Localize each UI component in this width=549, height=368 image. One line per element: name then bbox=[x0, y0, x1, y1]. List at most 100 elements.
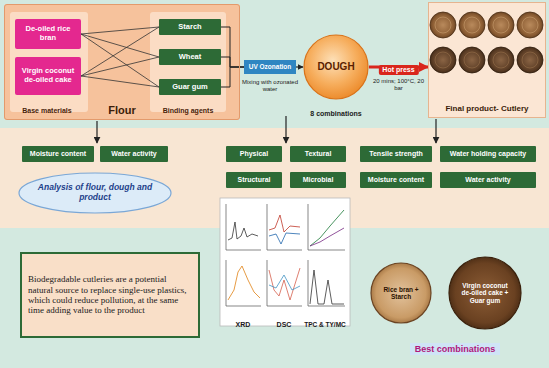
edge-label: Hot press bbox=[378, 65, 418, 75]
chart-caption-slot: XRD bbox=[224, 313, 262, 331]
mini-chart bbox=[267, 204, 302, 250]
text-holder: Guar gum bbox=[172, 83, 207, 92]
dough-circle-outline bbox=[304, 35, 368, 99]
text-holder: Moisture content bbox=[368, 176, 424, 184]
test-box-text: Moisture content bbox=[368, 176, 424, 184]
note-box: Biodegradable cutleries are a potential … bbox=[20, 252, 200, 338]
flour-panel: Flour De-oiled rice branVirgin coconut de… bbox=[4, 4, 240, 120]
mini-chart bbox=[269, 233, 300, 244]
base-material-box-text: De-oiled rice bran bbox=[18, 25, 78, 42]
plots-panel bbox=[220, 198, 350, 326]
chart-caption: DSC bbox=[277, 321, 292, 329]
product-panel-text: Final product- Cutlery bbox=[445, 104, 528, 113]
text-holder: Rice bran + Starch bbox=[379, 286, 424, 301]
product-panel: Final product- Cutlery bbox=[428, 2, 546, 118]
mini-chart bbox=[310, 270, 344, 304]
edge-label-slot: Hot press bbox=[378, 58, 418, 76]
text-holder: Final product- Cutlery bbox=[445, 104, 528, 113]
text-holder: Microbial bbox=[303, 176, 334, 184]
text-holder: UV Ozonation bbox=[249, 63, 292, 70]
chart-caption-slot: TPC & TY/MC bbox=[298, 313, 352, 331]
test-box-text: Water activity bbox=[465, 176, 510, 184]
connector bbox=[81, 76, 159, 87]
cutlery-photo bbox=[430, 12, 543, 73]
text-holder: Flour bbox=[108, 104, 136, 117]
text-holder: De-oiled rice bran bbox=[18, 25, 78, 42]
text-holder: Water activity bbox=[111, 150, 156, 158]
cutlery-photo bbox=[493, 17, 509, 33]
note-box-text: Biodegradable cutleries are a potential … bbox=[28, 274, 192, 315]
mini-chart bbox=[228, 222, 258, 240]
result-label-slot: Best combinations bbox=[400, 338, 510, 356]
chart-caption: TPC & TY/MC bbox=[304, 321, 346, 328]
dough-circle-text: DOUGH bbox=[310, 61, 363, 73]
binder-box-text: Wheat bbox=[179, 53, 202, 62]
text-holder: Physical bbox=[240, 150, 268, 158]
cutlery-photo bbox=[430, 47, 456, 73]
text-holder: Starch bbox=[178, 23, 201, 32]
base-material-box-text: Virgin coconut de-oiled cake bbox=[18, 67, 78, 84]
text-holder: Water activity bbox=[465, 176, 510, 184]
flow-arrow bbox=[285, 116, 286, 143]
cutlery-photo bbox=[435, 17, 451, 33]
text-holder: Biodegradable cutleries are a potential … bbox=[28, 274, 192, 315]
binding-agents-panel bbox=[150, 12, 226, 112]
mini-chart bbox=[226, 204, 261, 250]
analysis-ellipse: Analysis of flour, dough and product bbox=[18, 172, 172, 214]
process-box: UV Ozonation bbox=[244, 60, 296, 74]
base-material-box: Virgin coconut de-oiled cake bbox=[15, 57, 81, 95]
process-condition: 20 mins; 100°C, 20 bar bbox=[371, 78, 426, 92]
connector bbox=[81, 57, 159, 76]
test-box-text: Microbial bbox=[303, 176, 334, 184]
flour-panel-fill bbox=[4, 4, 240, 120]
text-holder: Moisture content bbox=[30, 150, 86, 158]
cutlery-photo bbox=[435, 52, 451, 68]
product-plate-outline bbox=[371, 263, 431, 323]
test-box: Water holding capacity bbox=[440, 146, 536, 162]
group-label-slot: Binding agents bbox=[150, 99, 226, 117]
binder-box: Wheat bbox=[159, 49, 221, 65]
mini-chart bbox=[267, 260, 302, 306]
connector bbox=[221, 57, 244, 67]
cutlery-photo bbox=[517, 12, 543, 38]
base-material-box: De-oiled rice bran bbox=[15, 19, 81, 49]
test-box: Physical bbox=[226, 146, 282, 162]
connector bbox=[81, 34, 159, 57]
cutlery-photo bbox=[522, 17, 538, 33]
count-label-slot: 8 combinations bbox=[303, 102, 369, 120]
test-box-text: Textural bbox=[305, 150, 332, 158]
connector bbox=[221, 27, 244, 67]
test-box-text: Physical bbox=[240, 150, 268, 158]
test-box-text: Moisture content bbox=[30, 150, 86, 158]
flour-panel-text: Flour bbox=[108, 104, 136, 117]
cutlery-photo bbox=[522, 52, 538, 68]
mini-chart bbox=[269, 268, 300, 300]
mini-chart bbox=[226, 260, 261, 306]
connector bbox=[81, 27, 159, 76]
cutlery-photo bbox=[459, 12, 485, 38]
test-box: Moisture content bbox=[22, 146, 94, 162]
cutlery-photo bbox=[459, 47, 485, 73]
connector bbox=[221, 67, 244, 87]
process-note-slot: Mixing with ozonated water bbox=[240, 77, 300, 95]
product-plate: Virgin coconut de-oiled cake + Guar gum bbox=[448, 256, 522, 330]
binder-box-text: Guar gum bbox=[172, 83, 207, 92]
test-box-text: Tensile strength bbox=[369, 150, 423, 158]
test-box-text: Structural bbox=[237, 176, 270, 184]
mini-chart bbox=[228, 266, 260, 300]
cutlery-photo bbox=[488, 47, 514, 73]
product-plate-text: Virgin coconut de-oiled cake + Guar gum bbox=[457, 282, 513, 304]
mini-chart bbox=[269, 275, 300, 290]
process-note: Mixing with ozonated water bbox=[240, 79, 300, 93]
test-box-text: Water holding capacity bbox=[450, 150, 526, 158]
connector bbox=[296, 66, 303, 67]
text-holder: Structural bbox=[237, 176, 270, 184]
test-box-text: Water activity bbox=[111, 150, 156, 158]
product-plate: Rice bran + Starch bbox=[370, 262, 432, 324]
group-label: Binding agents bbox=[163, 107, 214, 115]
cutlery-photo bbox=[430, 12, 456, 38]
cutlery-photo bbox=[464, 17, 480, 33]
connectors bbox=[81, 27, 428, 87]
chart-caption-slot: DSC bbox=[265, 313, 303, 331]
product-plate-text: Rice bran + Starch bbox=[379, 286, 424, 301]
